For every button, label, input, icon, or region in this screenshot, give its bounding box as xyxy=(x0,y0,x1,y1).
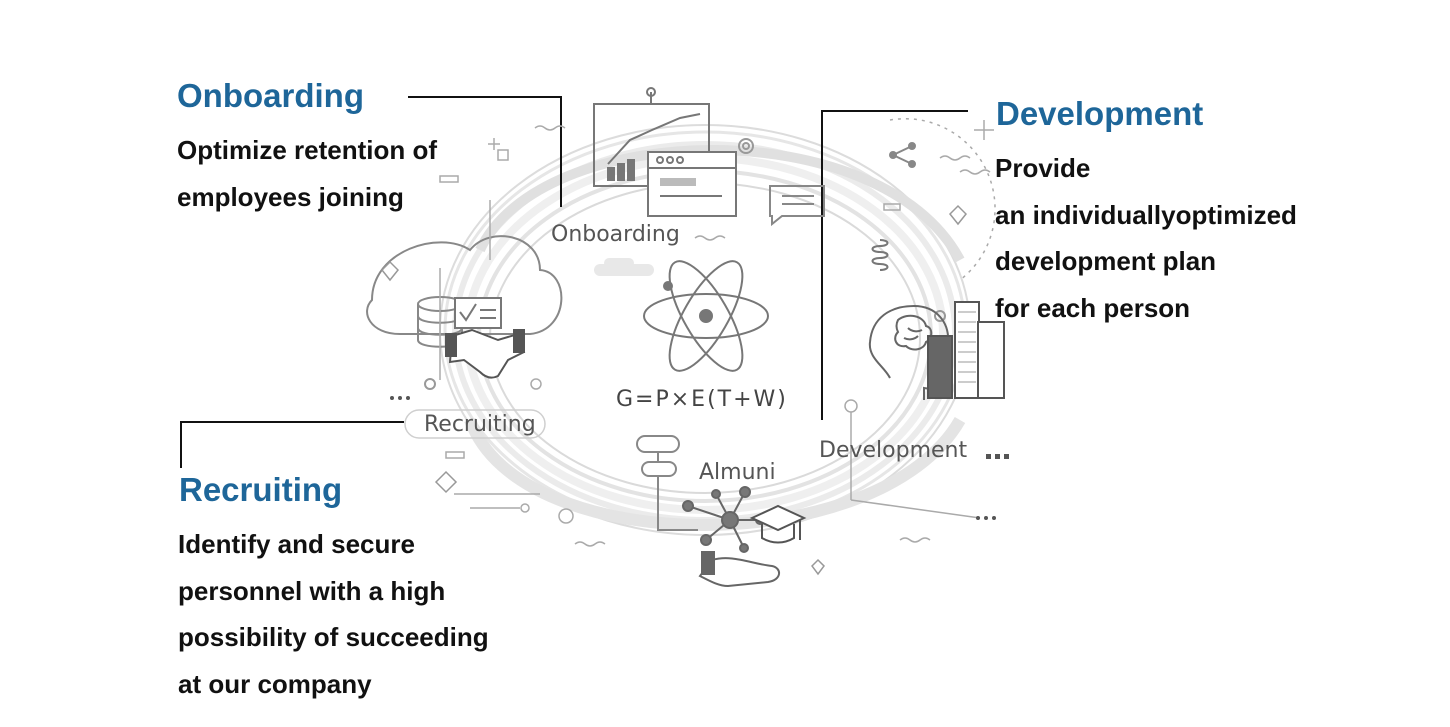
recruiting-description-line: personnel with a high xyxy=(178,575,446,606)
onboarding-heading: Onboarding xyxy=(177,77,364,114)
development-description-line: an individuallyoptimized xyxy=(995,199,1297,230)
development-connector xyxy=(821,110,968,420)
development-description-line: development plan xyxy=(995,246,1217,276)
decorative-marks xyxy=(439,117,996,547)
chat-bubble-icon xyxy=(769,185,825,227)
recruiting-description-line: possibility of succeeding xyxy=(178,622,489,652)
handshake-icon xyxy=(445,328,526,379)
flowchart-icon xyxy=(636,435,698,531)
onboarding-graphic-label: Onboarding xyxy=(551,222,680,247)
recruiting-heading: Recruiting xyxy=(179,471,343,508)
graduation-cap-icon xyxy=(749,504,807,544)
recruiting-label-frame xyxy=(404,409,546,439)
spring-icon xyxy=(871,239,889,271)
development-description-line: for each person xyxy=(995,292,1191,323)
onboarding-description-line: Optimize retention of xyxy=(177,135,437,165)
recruiting-description-line: Identify and secure xyxy=(178,529,415,559)
development-heading: Development xyxy=(996,95,1204,132)
network-hand-icon xyxy=(682,486,780,588)
diamond-icon xyxy=(380,204,968,576)
recruiting-connector xyxy=(180,421,404,468)
recruiting-description-line: at our company xyxy=(178,668,372,699)
alumni-graphic-label: Almuni xyxy=(699,460,776,485)
ellipsis-marks xyxy=(390,396,1009,520)
callout-lines xyxy=(180,96,968,468)
buildings-icon xyxy=(927,301,1005,399)
share-icon xyxy=(889,142,916,168)
presentation-board-icon xyxy=(593,87,710,187)
onboarding-description: Optimize retention of employees joining xyxy=(177,127,437,220)
gear-icon xyxy=(424,138,946,390)
checklist-icon xyxy=(454,297,502,329)
onboarding-connector xyxy=(408,96,562,207)
recruiting-graphic-label: Recruiting xyxy=(424,412,536,437)
development-description-line: Provide xyxy=(995,153,1091,183)
formula-text: G=P×E(T+W) xyxy=(616,387,788,412)
cloud-shapes xyxy=(594,258,654,276)
development-description: Provide an individuallyoptimized develop… xyxy=(995,145,1297,331)
recruiting-description: Identify and secure personnel with a hig… xyxy=(178,521,489,707)
development-graphic-label: Development xyxy=(819,438,968,463)
onboarding-description-line: employees joining xyxy=(177,181,404,212)
browser-window-icon xyxy=(647,151,737,217)
atom-icon xyxy=(643,260,769,372)
